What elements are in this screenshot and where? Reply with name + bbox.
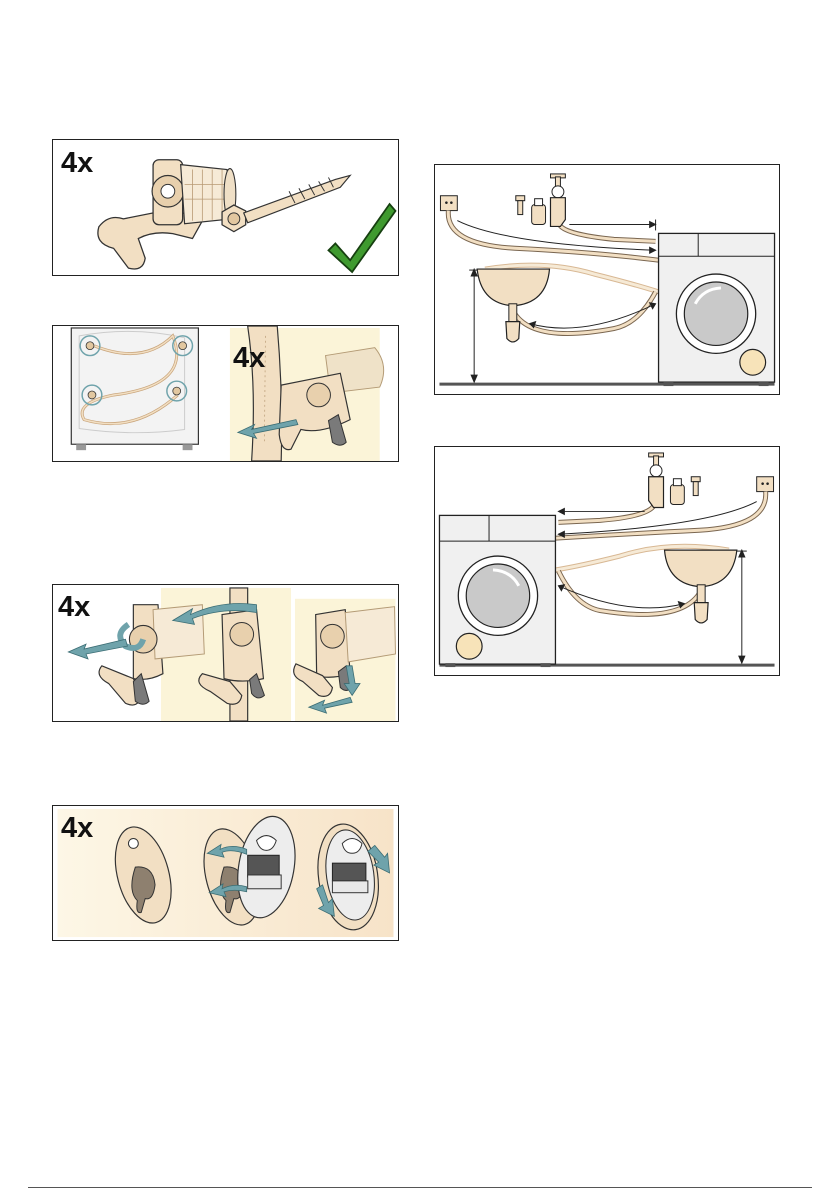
transport-bolt-illustration xyxy=(98,160,236,269)
installation-diagram-sink-left xyxy=(435,165,779,394)
hose-release-illustration xyxy=(53,326,398,461)
panel-hose-release: 4x xyxy=(52,325,399,462)
panel-cover-caps: 4x xyxy=(52,805,399,941)
check-icon xyxy=(328,204,395,272)
quantity-label: 4x xyxy=(61,149,93,178)
bolt-removal-illustration xyxy=(53,585,398,721)
quantity-label: 4x xyxy=(233,344,265,373)
water-tap-illustration xyxy=(550,174,565,227)
washing-machine-illustration xyxy=(439,515,555,667)
cover-caps-illustration xyxy=(53,806,398,940)
water-tap-illustration xyxy=(649,453,664,508)
quantity-label: 4x xyxy=(61,814,93,843)
panel-transport-bolts: 4x xyxy=(52,139,399,276)
screw-illustration xyxy=(222,175,350,231)
panel-bolt-removal: 4x xyxy=(52,584,399,722)
height-dimension xyxy=(733,550,747,663)
hose-connector-illustration xyxy=(670,477,700,505)
power-socket-icon xyxy=(757,477,774,492)
panel-installation-sink-left xyxy=(434,164,780,395)
panel-installation-sink-right xyxy=(434,446,780,676)
machine-rear-illustration xyxy=(71,328,198,450)
power-socket-icon xyxy=(440,196,457,211)
quantity-label: 4x xyxy=(58,593,90,622)
bolt-parts-illustration xyxy=(53,140,398,275)
installation-diagram-sink-right xyxy=(435,447,779,675)
washing-machine-illustration xyxy=(659,233,775,386)
hose-connector-illustration xyxy=(516,196,546,225)
page-bottom-rule xyxy=(28,1187,812,1188)
